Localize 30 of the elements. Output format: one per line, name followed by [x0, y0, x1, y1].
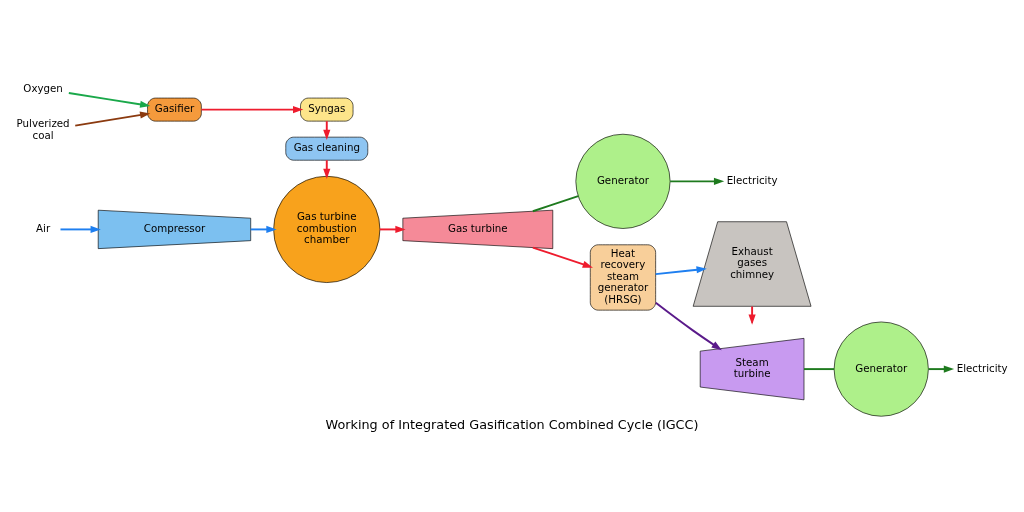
node-box: Compressor	[97, 209, 251, 249]
connector	[803, 367, 836, 370]
arrow	[669, 177, 725, 185]
node-box: Gas cleaning	[285, 136, 369, 161]
arrow	[378, 225, 406, 233]
arrow	[654, 265, 707, 275]
arrow	[67, 91, 151, 108]
node-circle: Generator	[833, 321, 929, 417]
arrow	[59, 225, 101, 233]
arrow	[249, 225, 277, 233]
node-text: Electricity	[956, 361, 1008, 374]
arrow	[654, 301, 722, 350]
arrow	[323, 158, 331, 179]
arrow	[531, 246, 593, 268]
node-text: Oxygen	[23, 81, 63, 94]
node-text: Pulverized coal	[16, 116, 70, 141]
arrow	[200, 105, 304, 113]
node-text: Electricity	[726, 173, 778, 186]
node-box: Heat recovery steam generator (HRSG)	[589, 243, 656, 310]
diagram-title: Working of Integrated Gasification Combined Cycle (IGCC)	[325, 416, 699, 432]
node-box: Gas turbine	[402, 209, 554, 249]
connector	[531, 194, 580, 212]
node-box: Gasifier	[147, 97, 202, 121]
node-box: Syngas	[300, 97, 354, 121]
arrow	[74, 111, 151, 127]
node-circle: Generator	[575, 133, 671, 229]
arrow	[927, 365, 955, 373]
node-circle: Gas turbine combustion chamber	[273, 175, 381, 283]
node-text: Air	[36, 221, 51, 234]
arrow	[323, 119, 331, 140]
